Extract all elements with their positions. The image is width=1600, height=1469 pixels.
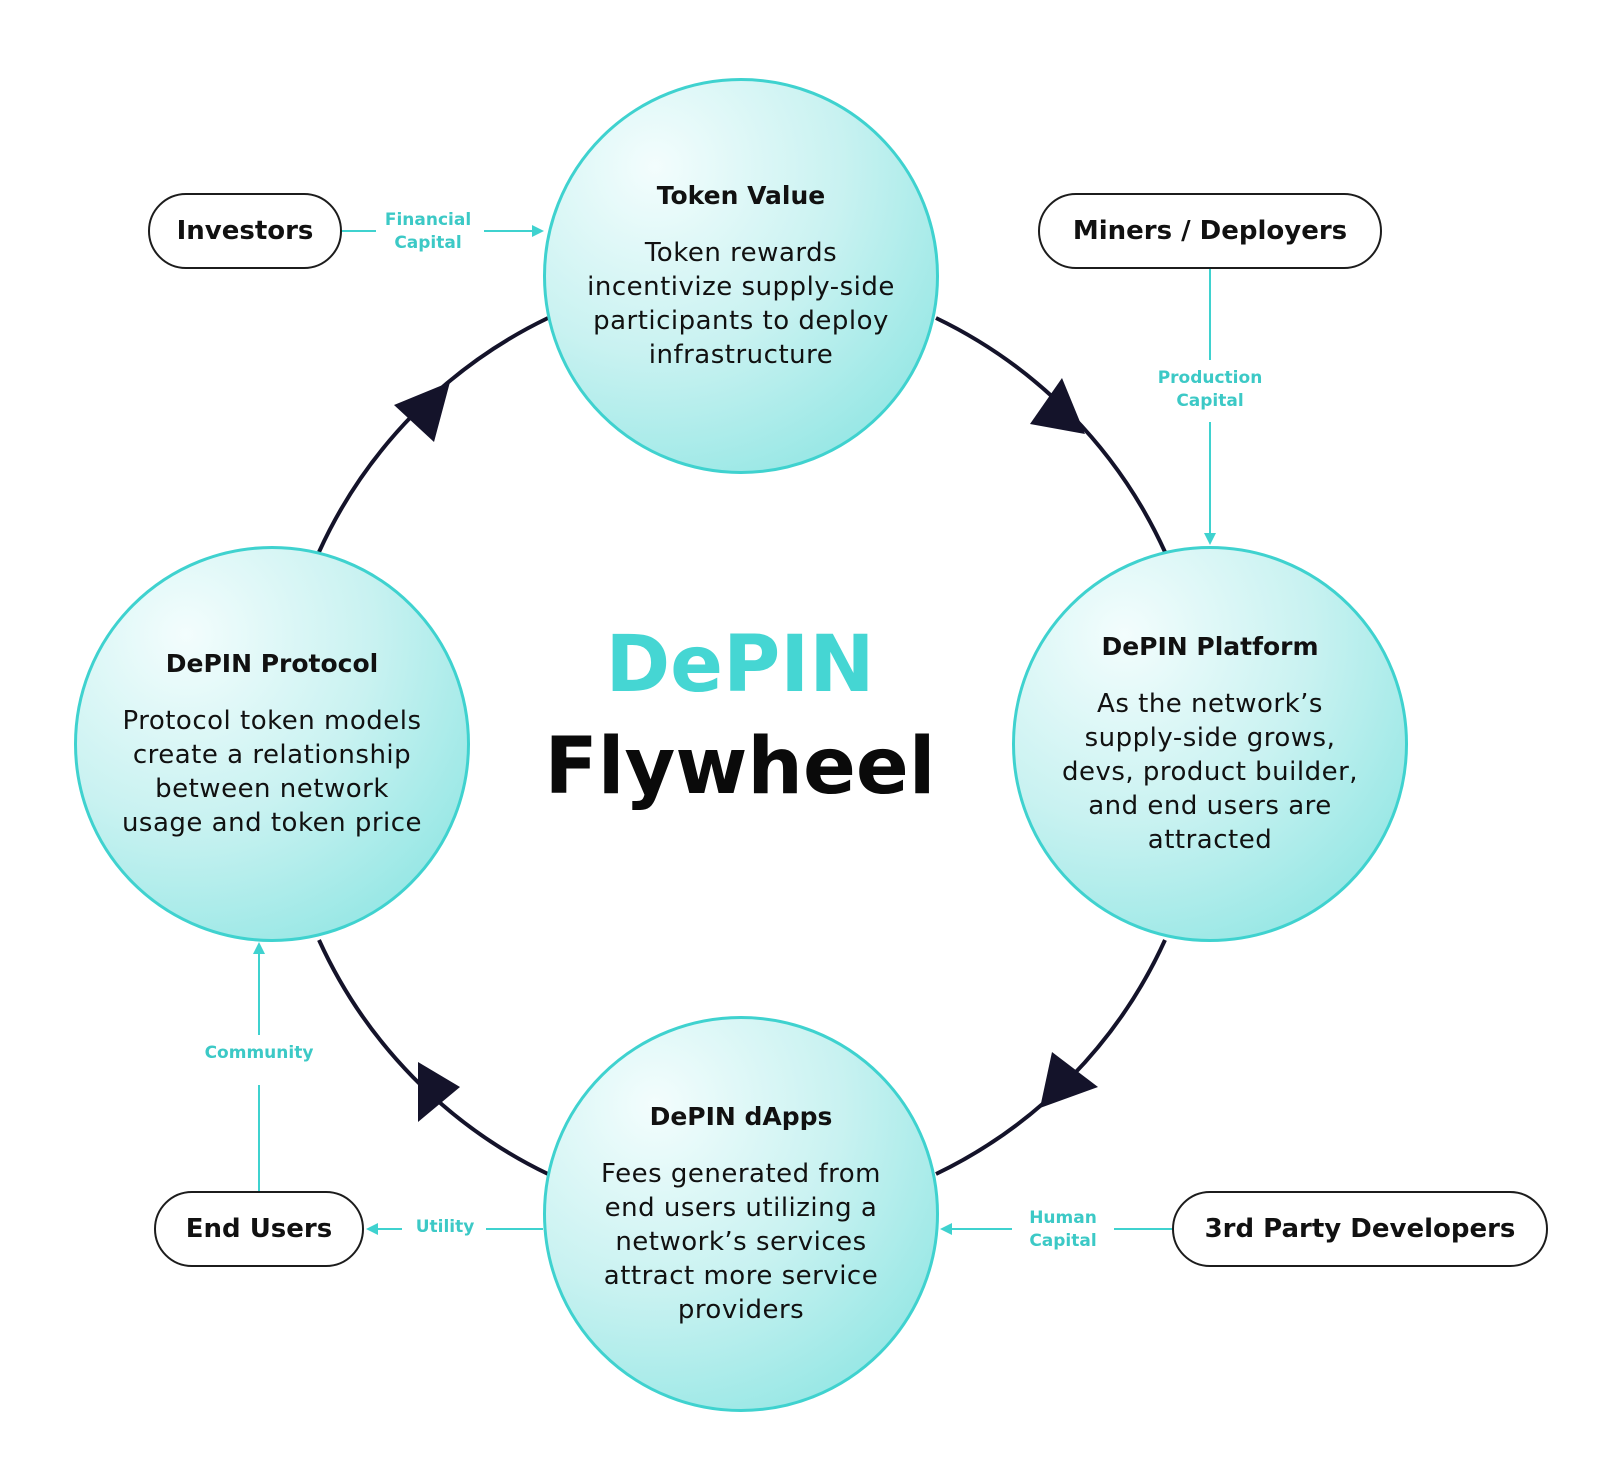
node-depin-platform: DePIN Platform As the network’s supply-s… bbox=[1012, 546, 1408, 942]
node-token-value: Token Value Token rewards incentivize su… bbox=[543, 78, 939, 474]
flow-label-line: Utility bbox=[415, 1217, 475, 1237]
node-description: Token rewards incentivize supply-side pa… bbox=[587, 237, 895, 370]
actor-third-party-developers: 3rd Party Developers bbox=[1172, 1191, 1548, 1267]
flow-label-production-capital: Production Capital bbox=[1154, 367, 1266, 413]
node-title: DePIN Protocol bbox=[165, 648, 379, 678]
node-description: Fees generated from end users utilizing … bbox=[601, 1158, 881, 1325]
flow-arrow-to-protocol bbox=[253, 942, 265, 954]
flow-label-line: Capital bbox=[1176, 391, 1244, 411]
flow-arrow-to-dapps bbox=[940, 1223, 952, 1235]
arc-top-right bbox=[935, 316, 1167, 553]
node-description: Protocol token models create a relations… bbox=[121, 705, 423, 838]
diagram-title-flywheel: Flywheel bbox=[544, 722, 936, 812]
flow-label-line: Capital bbox=[394, 233, 462, 253]
arc-right-bottom bbox=[935, 939, 1167, 1176]
flow-label-financial-capital: Financial Capital bbox=[378, 209, 478, 255]
arrowhead-top-right bbox=[1030, 378, 1085, 434]
arrowhead-bottom-left bbox=[418, 1062, 460, 1122]
flow-label-line: Financial bbox=[384, 210, 472, 230]
node-title: Token Value bbox=[656, 180, 826, 210]
flow-arrow-to-token bbox=[532, 225, 544, 237]
flow-label-line: Human bbox=[1029, 1208, 1097, 1228]
actor-miners-deployers: Miners / Deployers bbox=[1038, 193, 1382, 269]
node-depin-dapps: DePIN dApps Fees generated from end user… bbox=[543, 1016, 939, 1412]
node-title: DePIN dApps bbox=[649, 1101, 833, 1131]
flow-label-line: Capital bbox=[1029, 1231, 1097, 1251]
flow-label-line: Production bbox=[1157, 368, 1263, 388]
flow-label-line: Community bbox=[204, 1043, 314, 1063]
actor-investors: Investors bbox=[148, 193, 342, 269]
node-description: As the network’s supply-side grows, devs… bbox=[1061, 688, 1359, 855]
node-depin-protocol: DePIN Protocol Protocol token models cre… bbox=[74, 546, 470, 942]
flow-label-community: Community bbox=[200, 1042, 318, 1065]
arc-bottom-left bbox=[317, 939, 549, 1176]
flow-arrow-to-endusers bbox=[366, 1223, 378, 1235]
diagram-title-depin: DePIN bbox=[605, 620, 875, 710]
flow-label-human-capital: Human Capital bbox=[1020, 1207, 1106, 1253]
actor-end-users: End Users bbox=[154, 1191, 364, 1267]
flow-arrow-to-platform bbox=[1204, 533, 1216, 545]
flow-label-utility: Utility bbox=[410, 1216, 480, 1239]
arrowhead-left-top bbox=[394, 382, 450, 442]
node-title: DePIN Platform bbox=[1101, 631, 1319, 661]
arrowhead-right-bottom bbox=[1040, 1052, 1098, 1108]
